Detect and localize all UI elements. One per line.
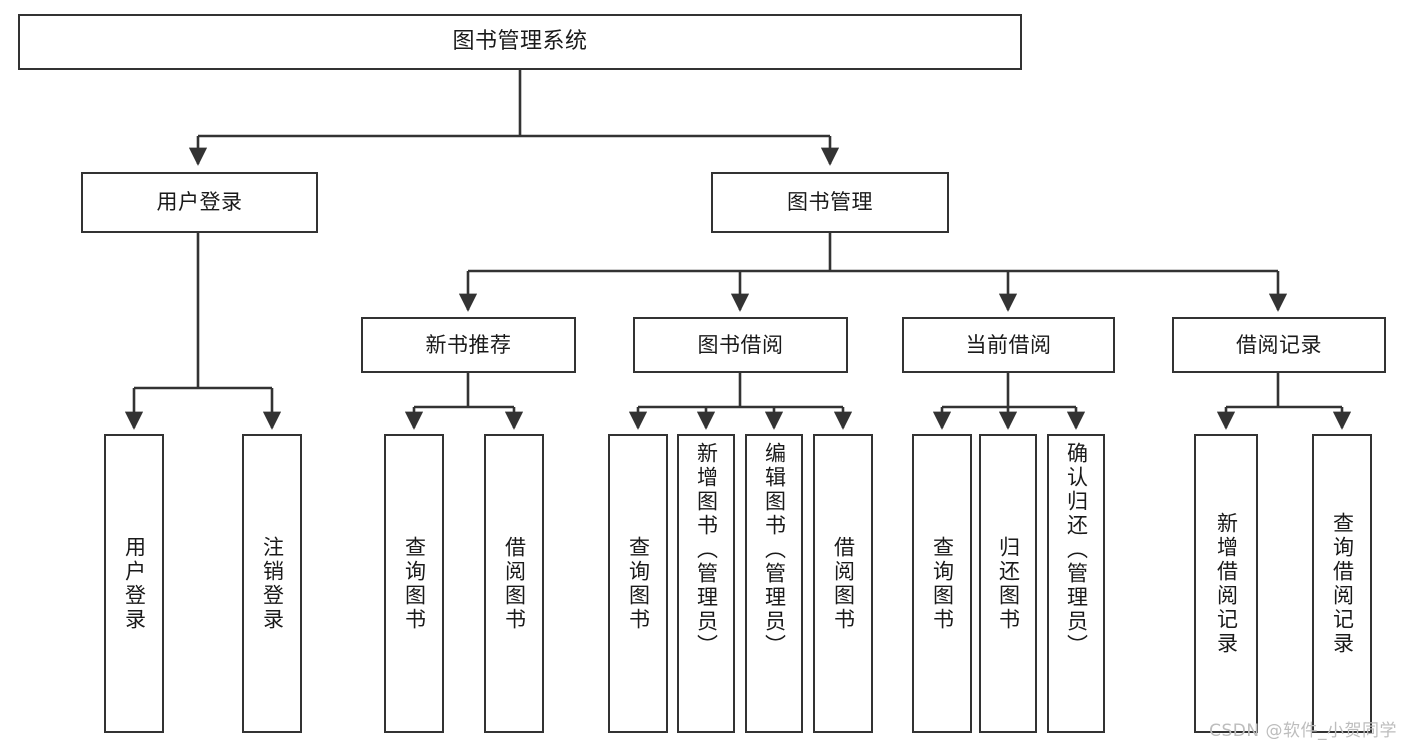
node-label: 注销登录: [260, 535, 285, 632]
node-book-borrow[interactable]: 图书借阅: [633, 317, 848, 373]
node-label: 新书推荐: [425, 332, 512, 357]
node-label: 新增图书（管理员）: [694, 442, 719, 658]
leaf-book-borrow-add-book-admin[interactable]: 新增图书（管理员）: [677, 434, 735, 733]
node-label: 图书借阅: [697, 332, 784, 357]
leaf-current-borrow-confirm-return-admin[interactable]: 确认归还（管理员）: [1047, 434, 1105, 733]
node-new-book-recommend[interactable]: 新书推荐: [361, 317, 576, 373]
leaf-borrow-record-add-record[interactable]: 新增借阅记录: [1194, 434, 1258, 733]
node-label: 查询图书: [402, 535, 427, 632]
node-book-management[interactable]: 图书管理: [711, 172, 949, 233]
node-label: 用户登录: [156, 190, 243, 214]
node-label: 确认归还（管理员）: [1064, 442, 1089, 658]
node-label: 用户登录: [122, 535, 147, 632]
node-label: 查询图书: [930, 535, 955, 632]
node-label: 借阅记录: [1236, 332, 1322, 357]
leaf-book-borrow-query-book[interactable]: 查询图书: [608, 434, 668, 733]
node-label: 图书管理系统: [452, 29, 588, 54]
node-label: 图书管理: [787, 190, 873, 214]
node-label: 查询借阅记录: [1330, 511, 1355, 656]
node-label: 归还图书: [996, 535, 1021, 632]
leaf-borrow-record-query-record[interactable]: 查询借阅记录: [1312, 434, 1372, 733]
leaf-new-book-borrow-book[interactable]: 借阅图书: [484, 434, 544, 733]
node-borrow-record[interactable]: 借阅记录: [1172, 317, 1386, 373]
node-label: 当前借阅: [965, 332, 1052, 357]
leaf-user-login-login[interactable]: 用户登录: [104, 434, 164, 733]
node-label: 查询图书: [626, 535, 651, 632]
leaf-current-borrow-return-book[interactable]: 归还图书: [979, 434, 1037, 733]
leaf-new-book-query-book[interactable]: 查询图书: [384, 434, 444, 733]
leaf-book-borrow-edit-book-admin[interactable]: 编辑图书（管理员）: [745, 434, 803, 733]
node-label: 借阅图书: [831, 535, 856, 632]
leaf-current-borrow-query-book[interactable]: 查询图书: [912, 434, 972, 733]
node-user-login[interactable]: 用户登录: [81, 172, 318, 233]
watermark-text: CSDN @软件_小贺同学: [1209, 721, 1397, 741]
leaf-user-login-logout[interactable]: 注销登录: [242, 434, 302, 733]
node-label: 借阅图书: [502, 535, 527, 632]
node-current-borrow[interactable]: 当前借阅: [902, 317, 1115, 373]
node-root-book-management-system[interactable]: 图书管理系统: [18, 14, 1022, 70]
node-label: 新增借阅记录: [1214, 511, 1239, 656]
node-label: 编辑图书（管理员）: [762, 442, 787, 658]
leaf-book-borrow-borrow-book[interactable]: 借阅图书: [813, 434, 873, 733]
